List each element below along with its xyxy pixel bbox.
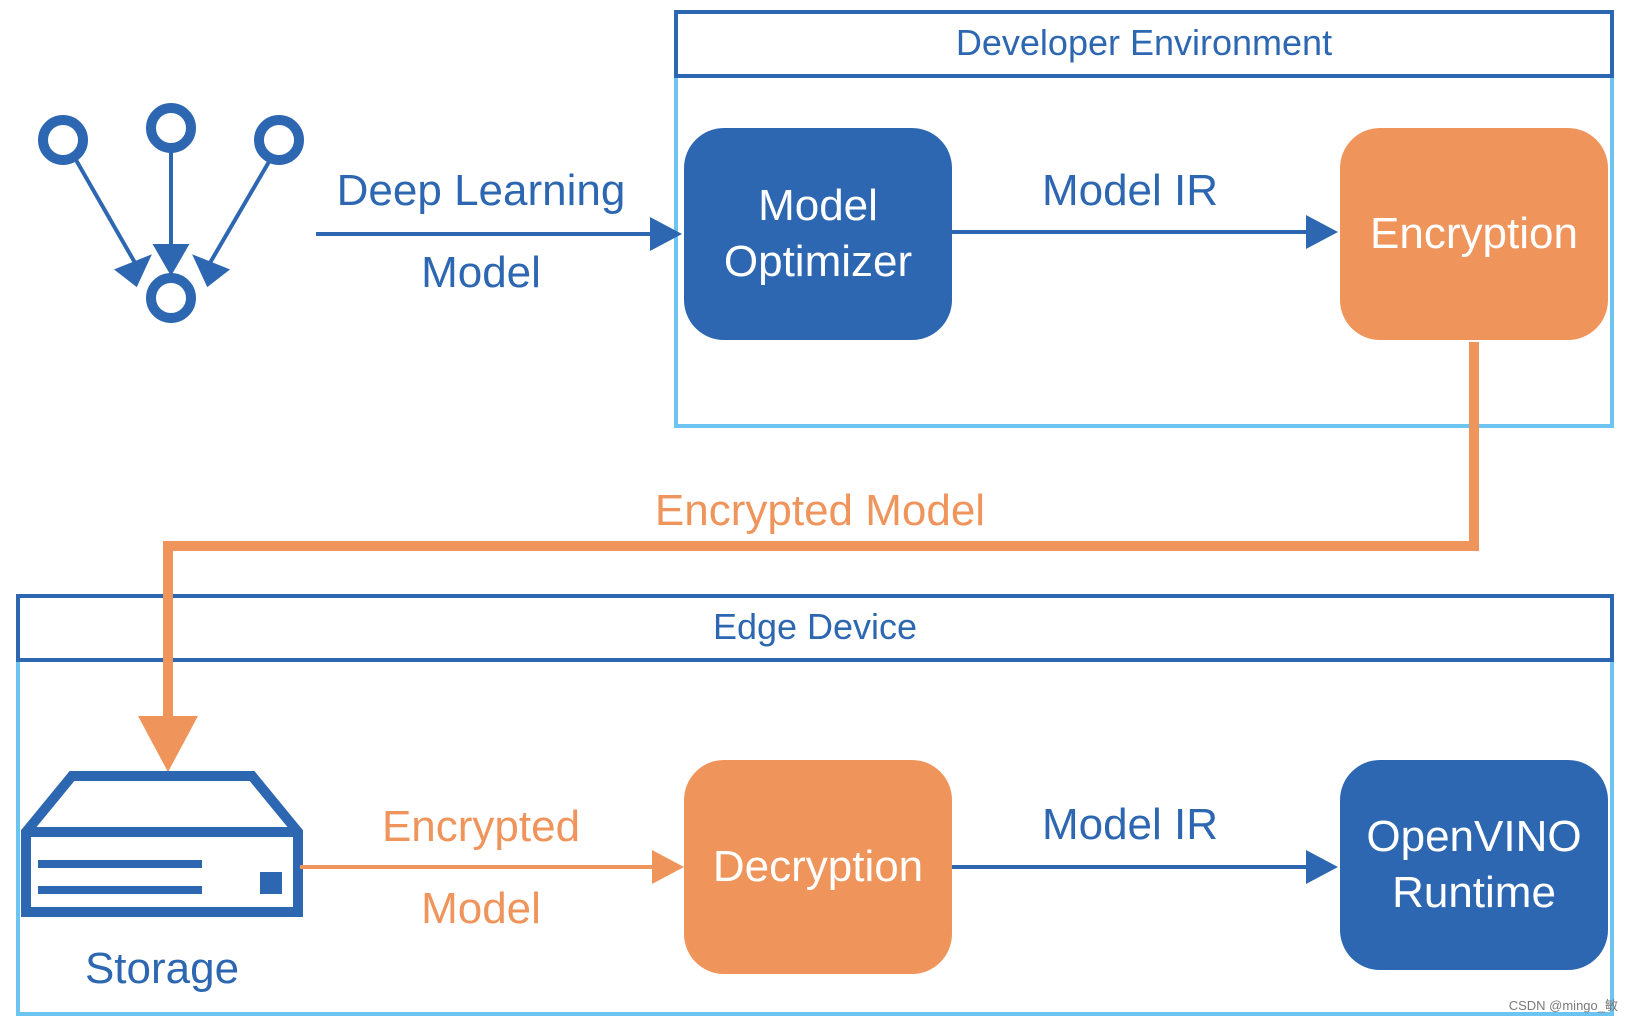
openvino-runtime-line2: Runtime [1392, 868, 1556, 917]
openvino-runtime-line1: OpenVINO [1366, 812, 1582, 861]
developer-environment-title: Developer Environment [955, 22, 1333, 63]
storage-label: Storage [84, 944, 240, 993]
encrypted-model-transfer-label: Encrypted Model [654, 486, 986, 535]
model-optimizer-box: Model Optimizer [684, 128, 952, 340]
arrow-storage-to-decryption [300, 850, 684, 884]
neural-network-icon [38, 103, 304, 323]
watermark: CSDN @mingo_敏 [1508, 998, 1618, 1013]
arrow-optimizer-to-encryption [950, 215, 1338, 249]
encryption-box: Encryption [1340, 128, 1608, 340]
edge-device-title: Edge Device [712, 606, 918, 647]
arrow-decryption-to-runtime [950, 850, 1338, 884]
model-optimizer-line1: Model [758, 181, 878, 230]
arrow-encrypted-model-transfer [138, 342, 1479, 772]
encryption-label: Encryption [1370, 209, 1578, 258]
storage-icon [21, 771, 303, 917]
edge-device-frame [16, 594, 1614, 1016]
encrypted-label-bottom: Encrypted [381, 802, 581, 851]
decryption-box: Decryption [684, 760, 952, 974]
decryption-label: Decryption [712, 842, 924, 891]
encrypted-model-label-bottom: Model [421, 884, 541, 933]
openvino-runtime-box: OpenVINO Runtime [1340, 760, 1608, 970]
model-optimizer-line2: Optimizer [723, 237, 913, 286]
arrow-input-to-optimizer [316, 217, 682, 251]
deep-learning-model-label: Model [421, 248, 541, 297]
deep-learning-label: Deep Learning [336, 166, 626, 215]
model-ir-label-bottom: Model IR [1041, 800, 1219, 849]
developer-environment-frame [674, 10, 1614, 428]
model-ir-label-top: Model IR [1041, 166, 1219, 215]
